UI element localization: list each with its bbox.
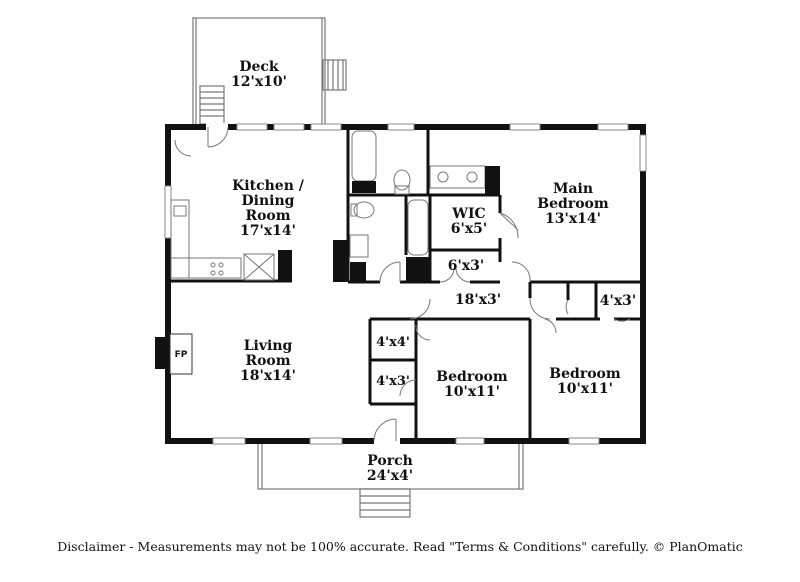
kitchen-name-3: Room	[245, 208, 290, 224]
kitchen-name-2: Dining	[242, 193, 295, 209]
closet-4x3-left-size: 4'x3'	[376, 374, 410, 389]
exterior-walls	[165, 124, 646, 444]
living-name-2: Room	[245, 353, 290, 369]
main-bedroom-name-2: Bedroom	[537, 196, 609, 212]
fixtures	[155, 130, 500, 375]
bedroom-center-size: 10'x11'	[444, 384, 500, 400]
living-size: 18'x14'	[240, 368, 296, 384]
windows	[164, 123, 647, 445]
closet-6x3-size: 6'x3'	[448, 258, 484, 274]
bedroom-center-name: Bedroom	[436, 369, 508, 385]
closet-4x4-size: 4'x4'	[376, 335, 410, 350]
bedroom-right-size: 10'x11'	[557, 381, 613, 397]
wic-name: WIC	[451, 206, 485, 222]
main-bedroom-name-1: Main	[553, 181, 593, 197]
closet-4x3-right-size: 4'x3'	[600, 293, 636, 309]
porch-name: Porch	[367, 453, 413, 469]
kitchen-size: 17'x14'	[240, 223, 296, 239]
deck-name: Deck	[239, 59, 279, 75]
floor-plan: Deck 12'x10' Kitchen / Dining Room 17'x1…	[155, 17, 647, 518]
disclaimer-text: Disclaimer - Measurements may not be 100…	[57, 539, 743, 554]
kitchen-name-1: Kitchen /	[232, 178, 305, 194]
bedroom-right-name: Bedroom	[549, 366, 621, 382]
wic-size: 6'x5'	[451, 221, 487, 237]
fireplace-label: FP	[175, 350, 188, 360]
living-name-1: Living	[244, 338, 293, 354]
deck-size: 12'x10'	[231, 74, 287, 90]
hall-size: 18'x3'	[455, 292, 501, 308]
door-swings	[174, 126, 631, 442]
porch-size: 24'x4'	[367, 468, 413, 484]
main-bedroom-size: 13'x14'	[545, 211, 601, 227]
